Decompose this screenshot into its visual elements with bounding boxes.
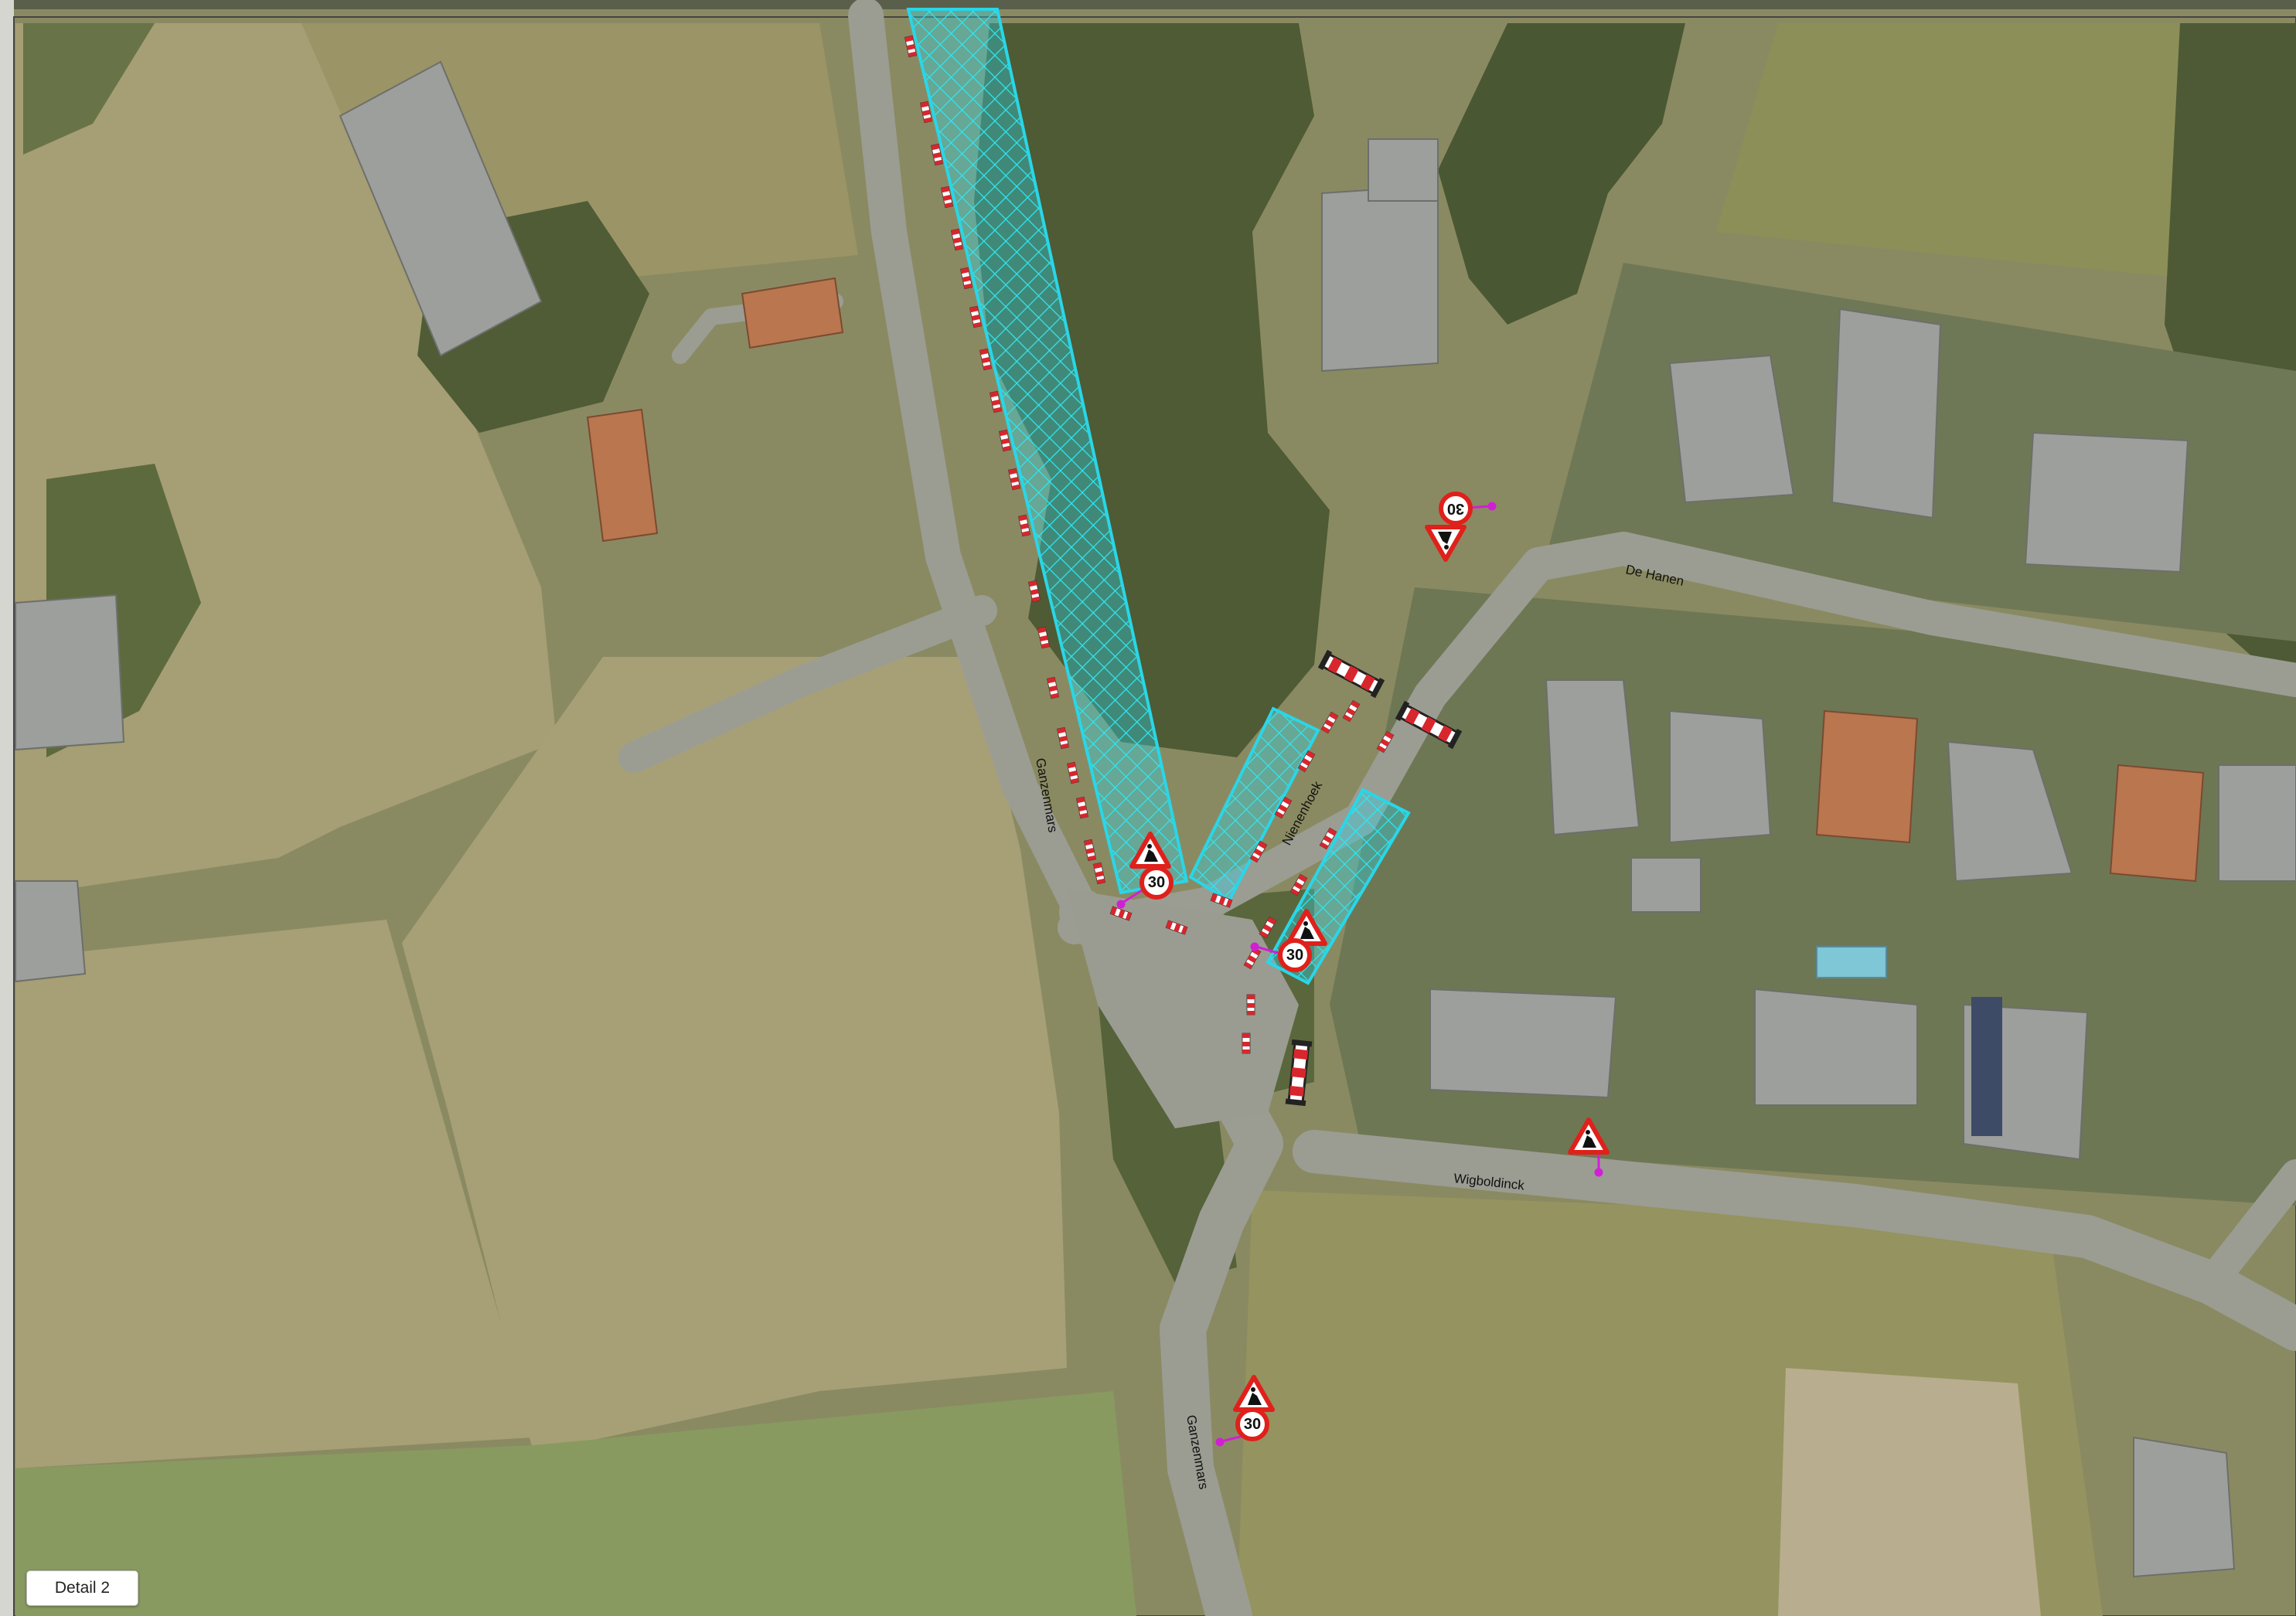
speed-limit-text: 30 <box>1148 874 1165 891</box>
speed-limit-30-sign-icon: 30 <box>1280 941 1310 970</box>
speed-limit-text: 30 <box>1447 500 1464 517</box>
work-zone[interactable] <box>906 8 1189 895</box>
speed-limit-30-sign-icon: 30 <box>1142 868 1171 897</box>
speed-limit-30-sign-icon: 30 <box>1441 494 1470 523</box>
speed-limit-text: 30 <box>1286 947 1303 964</box>
speed-limit-text: 30 <box>1244 1416 1261 1433</box>
speed-limit-30-sign-icon: 30 <box>1238 1410 1267 1439</box>
detail-label-button[interactable]: Detail 2 <box>26 1570 138 1606</box>
